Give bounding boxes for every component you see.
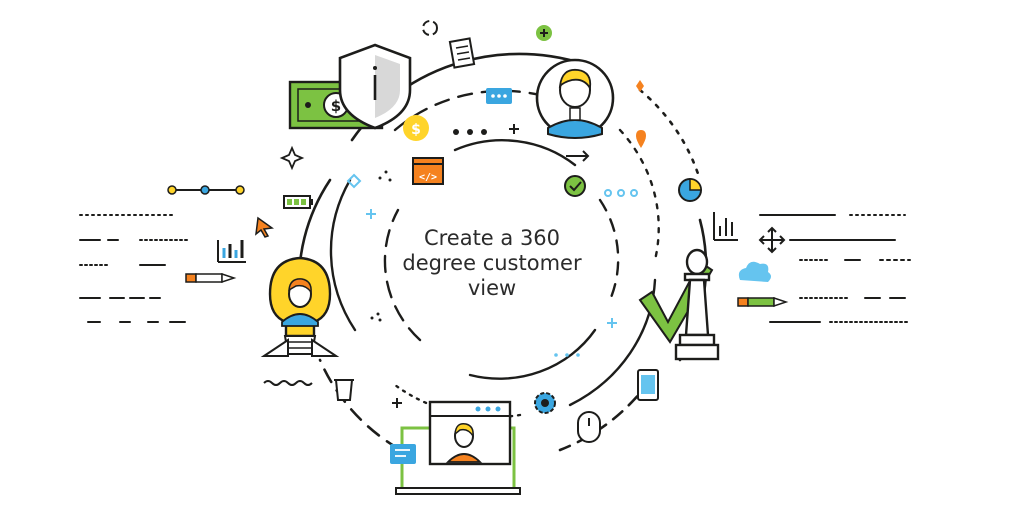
person-avatar-icon [535, 58, 615, 139]
cloud-icon [738, 261, 771, 282]
dots-blue-icon [604, 189, 638, 197]
slider-icon [167, 185, 245, 195]
svg-text:</>: </> [419, 172, 437, 183]
pie-chart-icon [678, 178, 702, 202]
cursor-arrow-icon [255, 216, 274, 238]
center-heading: Create a 360 degree customer view [372, 226, 612, 301]
chat-bubble-icon [486, 88, 512, 104]
smartphone-icon [637, 369, 659, 401]
svg-text:$: $ [331, 97, 341, 115]
right-speed-lines [759, 214, 911, 323]
center-heading-line-3: view [467, 276, 517, 300]
laptop-video-call-icon [390, 400, 521, 495]
sparkle-icon [636, 80, 644, 92]
star-icon [279, 145, 305, 171]
wavy-line [263, 380, 313, 386]
plus-dark-icon [392, 398, 402, 408]
location-pin-icon [636, 130, 646, 148]
left-speed-lines [79, 214, 191, 323]
dots-indicator-icon [453, 129, 487, 135]
pencil-icon [737, 296, 789, 308]
diamond-outline-icon [346, 173, 362, 189]
move-arrows-icon [758, 226, 786, 254]
checkmark-badge-icon [564, 175, 586, 197]
coffee-cup-icon [334, 379, 354, 401]
shield-icon [338, 43, 412, 130]
center-heading-line-2: degree customer [402, 251, 582, 275]
code-window-icon: </> [412, 157, 444, 185]
inner-ring [383, 139, 620, 380]
plus-badge-icon [536, 25, 552, 41]
chess-king-icon [674, 248, 720, 361]
center-heading-line-1: Create a 360 [423, 226, 561, 250]
plus-blue-icon [366, 209, 617, 328]
bar-chart-left-icon [217, 240, 246, 263]
gold-coin-icon: $ [403, 115, 429, 141]
gear-icon [534, 392, 556, 414]
arrow-right-icon [566, 150, 590, 162]
bar-chart-icon [713, 212, 738, 241]
computer-mouse-icon [577, 411, 601, 443]
lightbulb-person-icon [260, 256, 340, 357]
svg-text:$: $ [411, 122, 421, 138]
dots-scatter-icon [370, 170, 580, 357]
battery-icon [283, 195, 313, 209]
plus-icon [509, 124, 519, 134]
document-icon [448, 37, 476, 69]
pencil-left-icon [185, 272, 237, 284]
loader-icon [422, 20, 438, 36]
